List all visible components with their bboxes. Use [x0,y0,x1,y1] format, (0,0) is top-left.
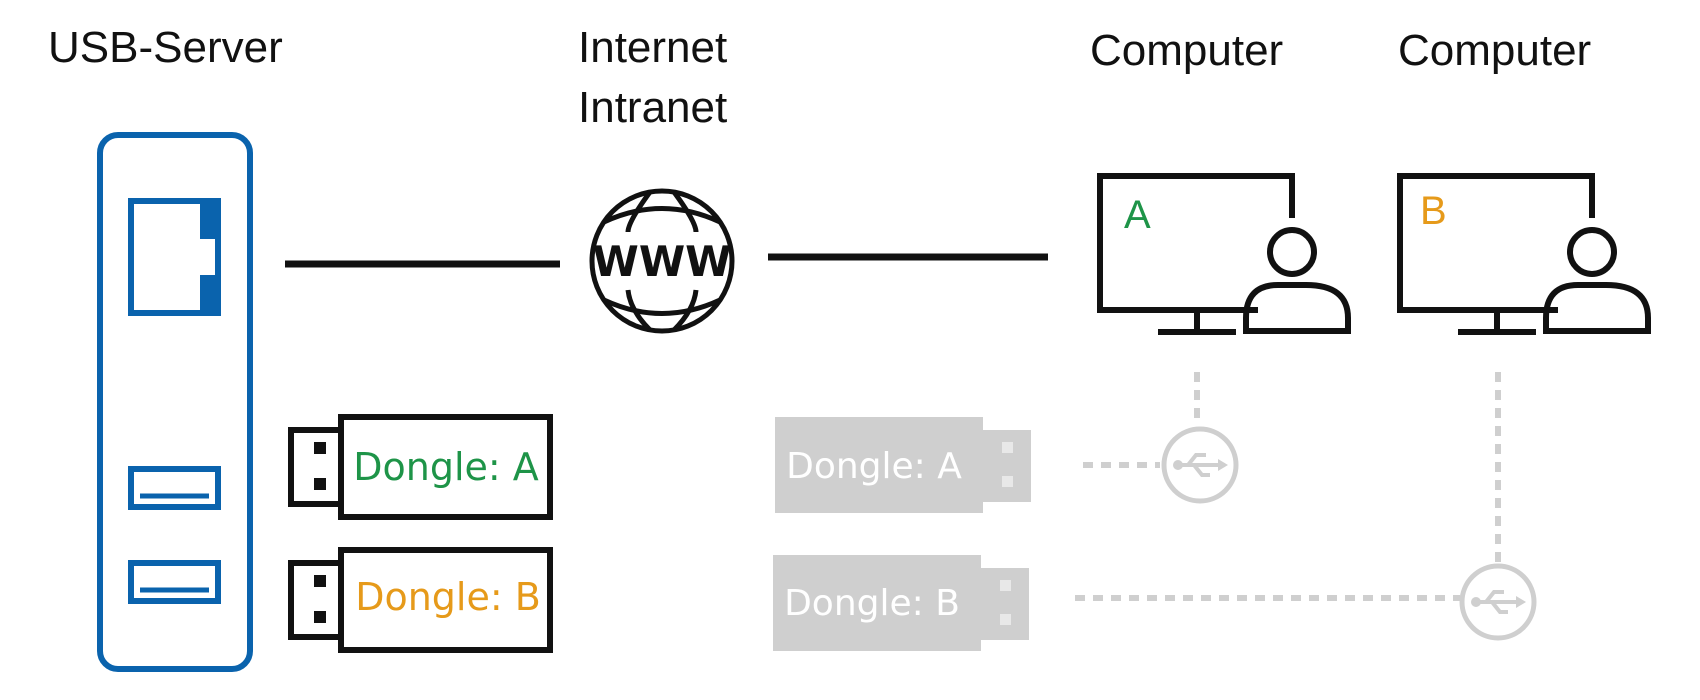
computer-a-title: Computer [1090,26,1283,75]
user-icon [1243,227,1351,334]
virtual-dongle-b-label: Dongle: B [784,583,960,624]
monitor-icon [1097,173,1295,335]
globe-www-icon: WWW [589,188,735,334]
ethernet-port-icon [128,198,221,316]
www-label: WWW [593,237,732,286]
dongle-a-physical: Dongle: A [288,414,553,520]
usb-stick-icon [288,547,553,653]
usb-server-title: USB-Server [48,23,283,72]
computer-b-letter: B [1420,189,1447,233]
computer-b: B [1397,173,1651,335]
usb-server-box [97,132,253,672]
usb-port-1-icon [128,466,221,510]
dongle-b-label: Dongle: B [355,575,541,619]
computer-a: A [1097,173,1351,335]
internet-title: Internet [578,23,727,72]
usb-symbol-icon [1161,426,1239,504]
dongle-b-virtual: Dongle: B [773,555,1029,651]
virtual-dongle-a-label: Dongle: A [786,446,962,487]
intranet-title: Intranet [578,83,727,132]
usb-port-2-icon [128,560,221,604]
usb-symbol-icon [1459,563,1537,641]
monitor-icon [1397,173,1595,335]
computer-a-letter: A [1124,193,1151,237]
server-outline [97,132,253,672]
user-icon [1543,227,1651,334]
dongle-a-virtual: Dongle: A [775,417,1031,513]
computer-b-title: Computer [1398,26,1591,75]
dongle-a-label: Dongle: A [353,445,539,489]
usb-stick-icon [288,414,553,520]
dongle-b-physical: Dongle: B [288,547,553,653]
